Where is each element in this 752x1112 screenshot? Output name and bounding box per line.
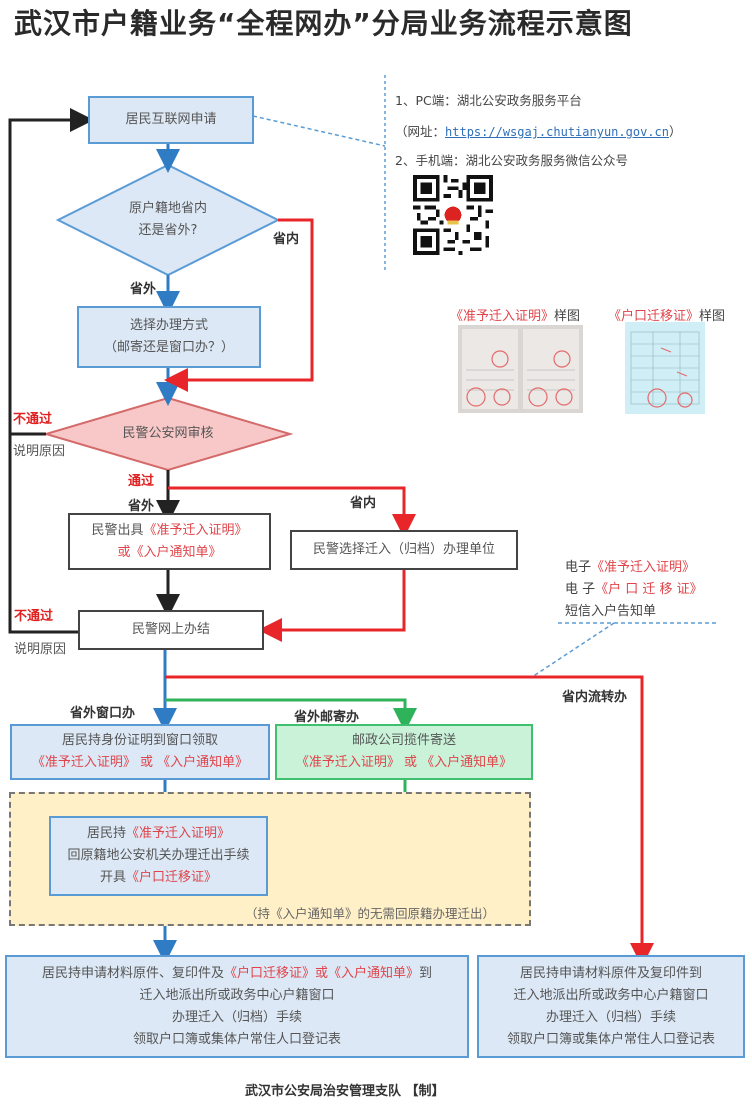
label-explain-1: 说明原因 xyxy=(13,444,66,459)
final-left-or: 或 xyxy=(314,965,328,981)
select-unit-label: 民警选择迁入（归档）办理单位 xyxy=(312,542,495,557)
choose-method-line1: 选择办理方式 xyxy=(129,318,208,333)
label-pass: 通过 xyxy=(128,474,155,489)
label-inside-province-2: 省内 xyxy=(350,496,377,511)
return-origin-doc2: 《户口迁移证》 xyxy=(126,870,218,885)
electronic-note-line1: 电子《准予迁入证明》 xyxy=(565,556,695,575)
sample-left-suffix: 样图 xyxy=(554,309,581,324)
issue-cert-or: 或 xyxy=(117,544,131,560)
issue-cert-doc2: 《入户通知单》 xyxy=(130,544,222,560)
final-left-suffix: 到 xyxy=(419,965,433,981)
label-outside-window: 省外窗口办 xyxy=(70,706,136,721)
platform-url-link[interactable]: https://wsgaj.chutianyun.gov.cn xyxy=(445,125,669,139)
label-outside-mail: 省外邮寄办 xyxy=(294,710,360,725)
decision-origin-line2: 还是省外? xyxy=(138,223,198,238)
window-pickup-doc1: 《准予迁入证明》 xyxy=(31,755,136,770)
page-title: 武汉市户籍业务“全程网办”分局业务流程示意图 xyxy=(14,7,633,40)
sample-caption-right: 《户口迁移证》样图 xyxy=(608,305,725,324)
label-outside-province-1: 省外 xyxy=(130,282,157,297)
info-url-prefix: （网址： xyxy=(395,124,446,139)
node-return-origin: 居民持《准予迁入证明》 回原籍地公安机关办理迁出手续 开具《户口迁移证》 xyxy=(49,816,268,896)
postal-line1: 邮政公司揽件寄送 xyxy=(351,733,456,748)
label-outside-province-2: 省外 xyxy=(128,499,155,514)
migration-cert-sample-image xyxy=(625,322,705,414)
window-pickup-doc2: 《入户通知单》 xyxy=(157,755,249,770)
info-mobile-line: 2、手机端：湖北公安政务服务微信公众号 xyxy=(395,153,628,168)
label-inside-transfer: 省内流转办 xyxy=(562,690,628,705)
final-left-doc1: 《户口迁移证》 xyxy=(223,965,315,981)
complete-online-label: 民警网上办结 xyxy=(131,622,210,637)
node-window-pickup: 居民持身份证明到窗口领取 《准予迁入证明》 或 《入户通知单》 xyxy=(10,724,270,780)
electronic-note-line2: 电 子《户 口 迁 移 证》 xyxy=(565,578,703,597)
footer-issuer: 武汉市公安局治安管理支队 【制】 xyxy=(245,1084,445,1099)
info-url-suffix: ） xyxy=(668,124,682,139)
edge-outside-mail xyxy=(165,698,417,732)
label-reject-1: 不通过 xyxy=(13,412,53,427)
node-complete-online: 民警网上办结 xyxy=(78,610,264,650)
issue-cert-doc1: 《准予迁入证明》 xyxy=(143,522,248,538)
node-issue-certificate: 民警出具《准予迁入证明》 或《入户通知单》 xyxy=(68,513,271,570)
label-explain-2: 说明原因 xyxy=(14,642,67,657)
decision-origin-text: 原户籍地省内 还是省外? xyxy=(98,198,238,242)
edge-select-to-complete xyxy=(258,570,406,642)
electronic-note-line3: 短信入户告知单 xyxy=(565,604,657,619)
police-review-label: 民警公安网审核 xyxy=(122,426,214,441)
edge-inside-province-1 xyxy=(164,218,314,392)
electronic-line2-doc: 《户 口 迁 移 证》 xyxy=(595,582,703,597)
sample-left-name: 《准予迁入证明》 xyxy=(450,309,555,324)
final-right-line3: 办理迁入（归档）手续 xyxy=(545,1009,676,1025)
node-internet-apply: 居民互联网申请 xyxy=(88,96,254,144)
permit-sample-image xyxy=(458,325,583,413)
node-final-right: 居民持申请材料原件及复印件到 迁入地派出所或政务中心户籍窗口 办理迁入（归档）手… xyxy=(477,955,745,1058)
postal-doc2: 《入户通知单》 xyxy=(421,755,513,770)
decision-origin-line1: 原户籍地省内 xyxy=(128,201,207,216)
final-right-line4: 领取户口簿或集体户常住人口登记表 xyxy=(506,1031,715,1047)
electronic-dashed-pointer xyxy=(531,622,615,678)
return-origin-prefix3: 开具 xyxy=(99,870,126,885)
node-final-left: 居民持申请材料原件、复印件及《户口迁移证》或《入户通知单》到 迁入地派出所或政务… xyxy=(5,955,469,1058)
final-right-line1: 居民持申请材料原件及复印件到 xyxy=(519,965,702,981)
electronic-line1-doc: 《准予迁入证明》 xyxy=(591,560,696,575)
issue-cert-prefix: 民警出具 xyxy=(91,522,144,538)
choose-method-line2: （邮寄还是窗口办？） xyxy=(103,340,234,355)
node-postal: 邮政公司揽件寄送 《准予迁入证明》 或 《入户通知单》 xyxy=(275,724,533,780)
final-left-prefix: 居民持申请材料原件、复印件及 xyxy=(41,965,224,981)
electronic-line2-prefix: 电 子 xyxy=(565,582,596,597)
qr-code-icon[interactable] xyxy=(413,175,493,255)
info-url-line: （网址：https://wsgaj.chutianyun.gov.cn） xyxy=(395,121,682,140)
return-origin-prefix: 居民持 xyxy=(86,826,126,841)
final-left-line4: 领取户口簿或集体户常住人口登记表 xyxy=(132,1031,341,1047)
final-right-line2: 迁入地派出所或政务中心户籍窗口 xyxy=(513,987,709,1003)
sample-right-suffix: 样图 xyxy=(699,309,726,324)
postal-or: 或 xyxy=(403,755,417,770)
electronic-line1-prefix: 电子 xyxy=(565,560,592,575)
police-review-text: 民警公安网审核 xyxy=(98,423,238,445)
label-reject-2: 不通过 xyxy=(14,609,54,624)
node-internet-apply-label: 居民互联网申请 xyxy=(125,112,217,127)
window-pickup-or: 或 xyxy=(139,755,153,770)
return-origin-line2: 回原籍地公安机关办理迁出手续 xyxy=(67,848,250,863)
info-dashed-pointer xyxy=(252,115,386,147)
edge-reject-loop-2 xyxy=(8,430,78,634)
node-select-unit: 民警选择迁入（归档）办理单位 xyxy=(290,530,518,570)
postal-doc1: 《准予迁入证明》 xyxy=(295,755,400,770)
final-left-line2: 迁入地派出所或政务中心户籍窗口 xyxy=(139,987,335,1003)
edge-inside-province-2 xyxy=(168,486,416,538)
info-pc-line: 1、PC端：湖北公安政务服务平台 xyxy=(395,93,582,108)
yellow-zone-note: （持《入户通知单》的无需回原籍办理迁出） xyxy=(245,906,496,921)
window-pickup-line1: 居民持身份证明到窗口领取 xyxy=(61,733,218,748)
final-left-doc2: 《入户通知单》 xyxy=(328,965,420,981)
label-inside-province-1: 省内 xyxy=(273,232,300,247)
sample-caption-left: 《准予迁入证明》样图 xyxy=(450,305,580,324)
node-choose-method: 选择办理方式 （邮寄还是窗口办？） xyxy=(77,306,261,368)
return-origin-doc1: 《准予迁入证明》 xyxy=(126,826,231,841)
final-left-line3: 办理迁入（归档）手续 xyxy=(171,1009,302,1025)
sample-right-name: 《户口迁移证》 xyxy=(608,309,700,324)
edge-inside-transfer xyxy=(165,675,654,967)
edge-reject-loop-1 xyxy=(8,108,94,436)
